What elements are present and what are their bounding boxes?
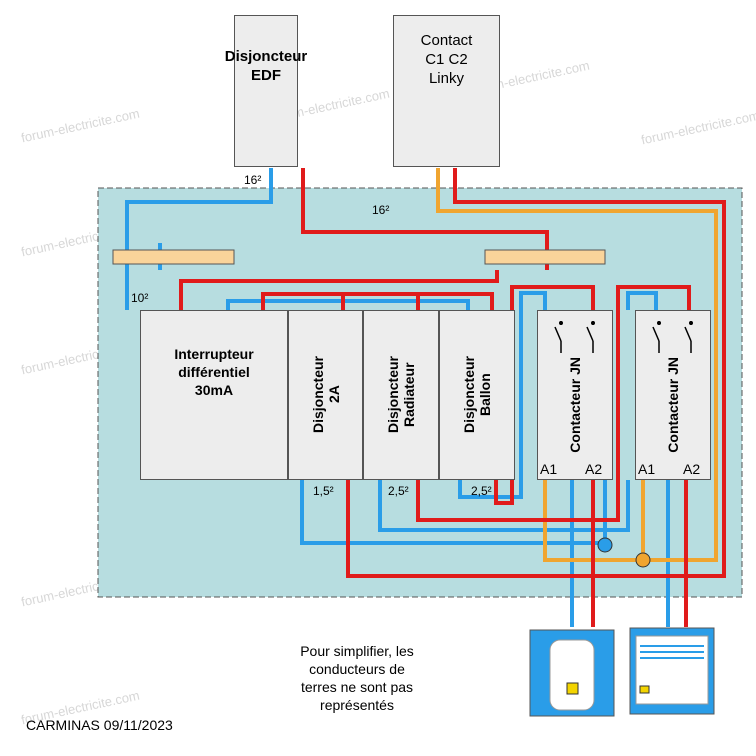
- contactor-switch-icon: [652, 321, 693, 353]
- breaker-water-heater-line1: Disjoncteur: [461, 356, 477, 434]
- edf-breaker-line2: EDF: [251, 67, 281, 84]
- radiator-icon: [629, 627, 715, 715]
- residual-current-device: Interrupteur différentiel 30mA: [140, 310, 288, 480]
- contactor-2-label: Contacteur JN: [665, 357, 681, 453]
- breaker-radiator-section: 2,5²: [388, 484, 409, 498]
- section-label-panel-feed: 16²: [372, 203, 390, 217]
- note-line3: terres ne sont pas: [300, 679, 414, 695]
- note-line1: Pour simplifier, les: [300, 643, 414, 659]
- linky-contact-line1: Contact: [420, 31, 473, 49]
- note-line2: conducteurs de: [309, 661, 405, 677]
- rcd-line2: différentiel: [178, 364, 250, 380]
- breaker-2a-line2: 2A: [325, 386, 342, 404]
- phase-wire: [261, 292, 494, 310]
- breaker-2a-section: 1,5²: [313, 484, 334, 498]
- contactor-1-label: Contacteur JN: [567, 357, 583, 453]
- contactor-1: Contacteur JN A1 A2: [537, 310, 613, 480]
- linky-contact: Contact C1 C2 Linky: [393, 15, 500, 167]
- phase-wire: [179, 270, 499, 310]
- section-label-rcd-in: 10²: [131, 291, 149, 305]
- edf-breaker-line1: Disjoncteur: [224, 48, 308, 65]
- linky-contact-line2: C1 C2: [425, 50, 468, 68]
- control-junction: [635, 552, 651, 568]
- phase-busbar: [484, 249, 606, 265]
- contactor-1-a2: A2: [585, 461, 603, 477]
- credit: CARMINAS 09/11/2023: [26, 717, 173, 733]
- breaker-water-heater-line2: Ballon: [477, 373, 493, 417]
- contactor-switch-icon: [554, 321, 595, 353]
- rcd-line3: 30mA: [194, 382, 234, 398]
- contactor-1-a1: A1: [540, 461, 558, 477]
- breaker-2a-line1: Disjoncteur: [309, 356, 326, 434]
- contactor-2-a1: A1: [638, 461, 656, 477]
- phase-wire: [346, 168, 726, 578]
- neutral-wire: [226, 299, 470, 310]
- control-wire: [436, 168, 718, 562]
- note: Pour simplifier, les conducteurs de terr…: [284, 642, 430, 714]
- breaker-radiator-line1: Disjoncteur: [385, 356, 401, 434]
- neutral-junction: [597, 537, 613, 553]
- note-line4: représentés: [320, 697, 394, 713]
- rcd-line1: Interrupteur: [174, 346, 254, 362]
- phase-wire: [416, 285, 691, 522]
- neutral-wire: [626, 291, 658, 310]
- contactor-2: Contacteur JN A1 A2: [635, 310, 711, 480]
- neutral-busbar: [112, 249, 235, 265]
- water-heater-icon: [529, 629, 615, 717]
- edf-breaker: Disjoncteur EDF: [225, 15, 307, 167]
- breaker-water-heater-section: 2,5²: [471, 484, 492, 498]
- breaker-radiator-line2: Radiateur: [401, 362, 417, 428]
- contactor-2-a2: A2: [683, 461, 701, 477]
- section-label-edf-out: 16²: [244, 173, 262, 187]
- neutral-wire: [458, 291, 547, 499]
- neutral-wire: [378, 480, 630, 532]
- linky-contact-line3: Linky: [428, 69, 464, 87]
- neutral-wire: [300, 480, 607, 545]
